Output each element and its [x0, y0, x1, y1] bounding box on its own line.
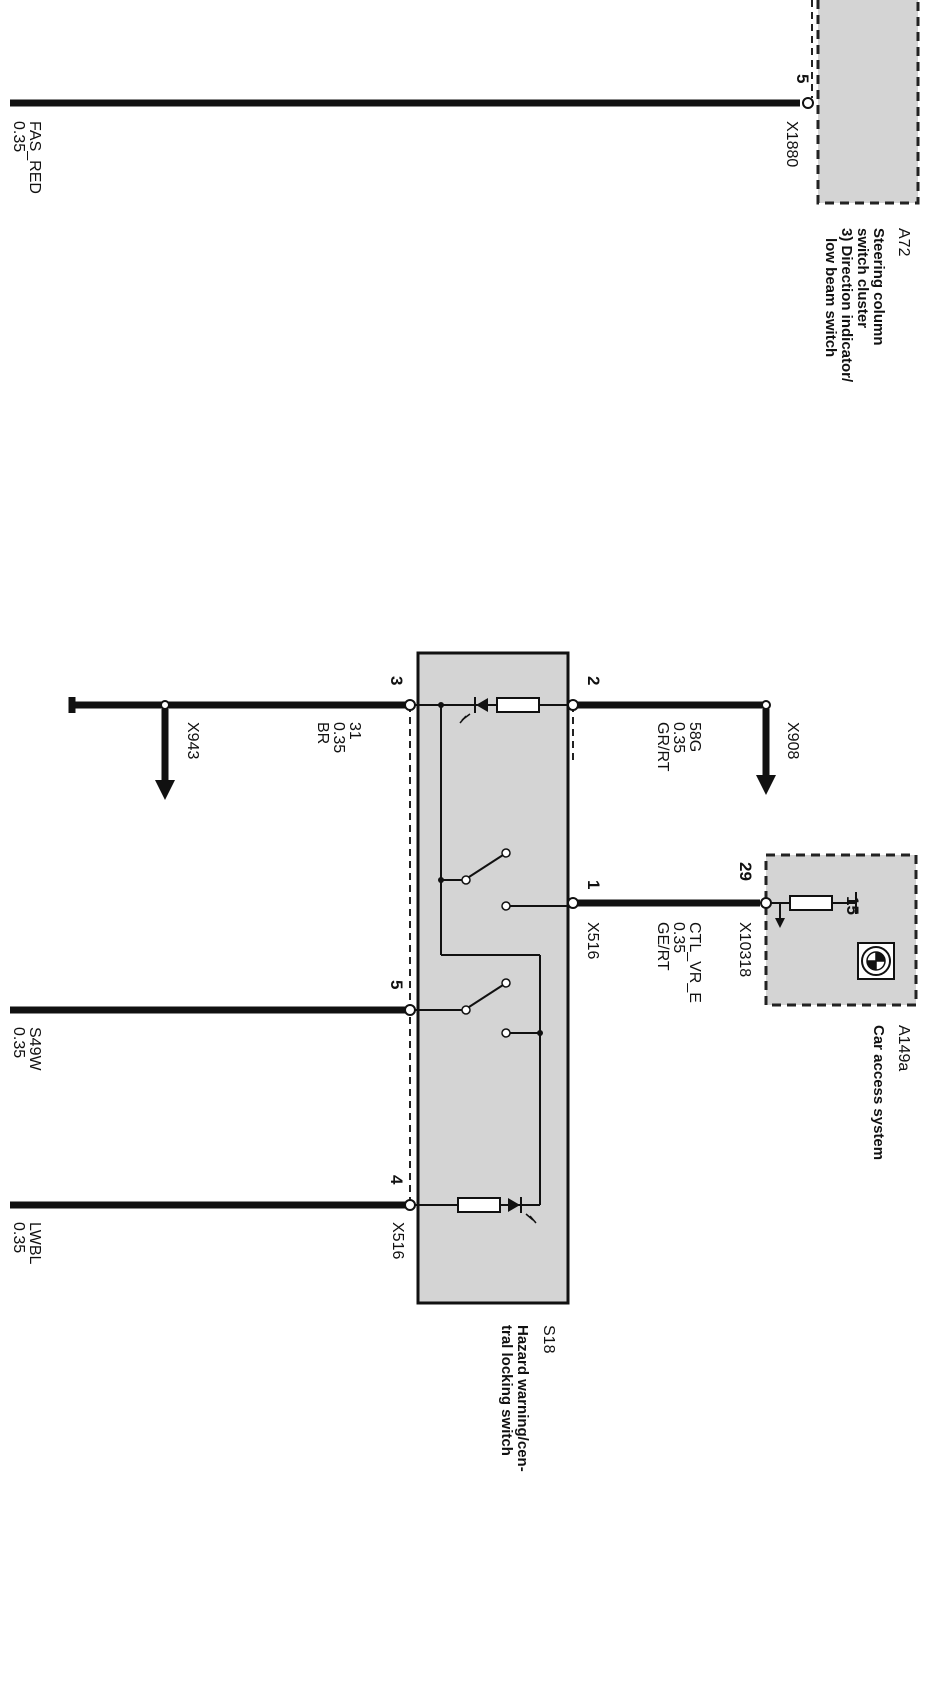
s18-line-1: Hazard warning/cen- [514, 1325, 531, 1472]
a72-line-2: switch cluster [854, 228, 871, 328]
pin-s18-2: 2 [584, 676, 603, 685]
connector-x516-top: X516 [584, 922, 601, 959]
wire-fas-red-name: FAS_RED [26, 121, 43, 194]
a72-id: A72 [895, 228, 912, 257]
bmw-logo-icon [857, 942, 895, 980]
wire-ctl-vr-e [567, 897, 772, 909]
wire-58g-color: GR/RT [654, 722, 671, 772]
pin-a149a-29: 29 [736, 862, 755, 881]
wire-58g [567, 699, 776, 795]
pin-a72-5: 5 [793, 74, 812, 83]
wire-ctl-color: GE/RT [654, 922, 671, 971]
wire-58g-name: 58G [686, 722, 703, 752]
pin-a149a-15: 15 [843, 896, 862, 915]
wire-31-name: 31 [346, 722, 363, 740]
component-a149a [764, 853, 918, 1007]
pin-s18-3: 3 [387, 676, 406, 685]
wire-58g-size: 0.35 [670, 722, 687, 753]
connector-x908: X908 [784, 722, 801, 759]
wire-s49w [10, 1004, 416, 1016]
a72-line-1: Steering column [870, 228, 887, 346]
wire-lwbl-name: LWBL [26, 1222, 43, 1264]
wire-31 [68, 697, 416, 800]
a149a-id: A149a [895, 1025, 912, 1071]
s18-line-2: tral locking switch [498, 1325, 515, 1456]
component-a72 [811, 0, 920, 205]
wire-ctl-name: CTL_VR_E [686, 922, 703, 1003]
s18-id: S18 [540, 1325, 557, 1354]
pin-s18-5: 5 [387, 980, 406, 989]
connector-x10318: X10318 [736, 922, 753, 977]
wire-fas-red [10, 97, 814, 109]
wire-lwbl [10, 1199, 416, 1211]
wire-31-color: BR [314, 722, 331, 744]
a72-line-3: 3) Direction indicator/ [838, 228, 855, 383]
wire-31-size: 0.35 [330, 722, 347, 753]
connector-x516-bottom: X516 [389, 1222, 406, 1259]
wire-fas-red-size: 0.35 [10, 121, 27, 152]
pin-s18-1: 1 [584, 880, 603, 889]
a149a-name: Car access system [870, 1025, 887, 1160]
component-s18 [409, 651, 574, 1305]
wire-ctl-size: 0.35 [670, 922, 687, 953]
wire-lwbl-size: 0.35 [10, 1222, 27, 1253]
pin-s18-4: 4 [387, 1175, 406, 1185]
connector-x1880: X1880 [783, 121, 800, 167]
a72-line-4: low beam switch [822, 238, 839, 357]
wire-s49w-size: 0.35 [10, 1027, 27, 1058]
connector-x943: X943 [184, 722, 201, 759]
wire-s49w-name: S49W [26, 1027, 43, 1071]
